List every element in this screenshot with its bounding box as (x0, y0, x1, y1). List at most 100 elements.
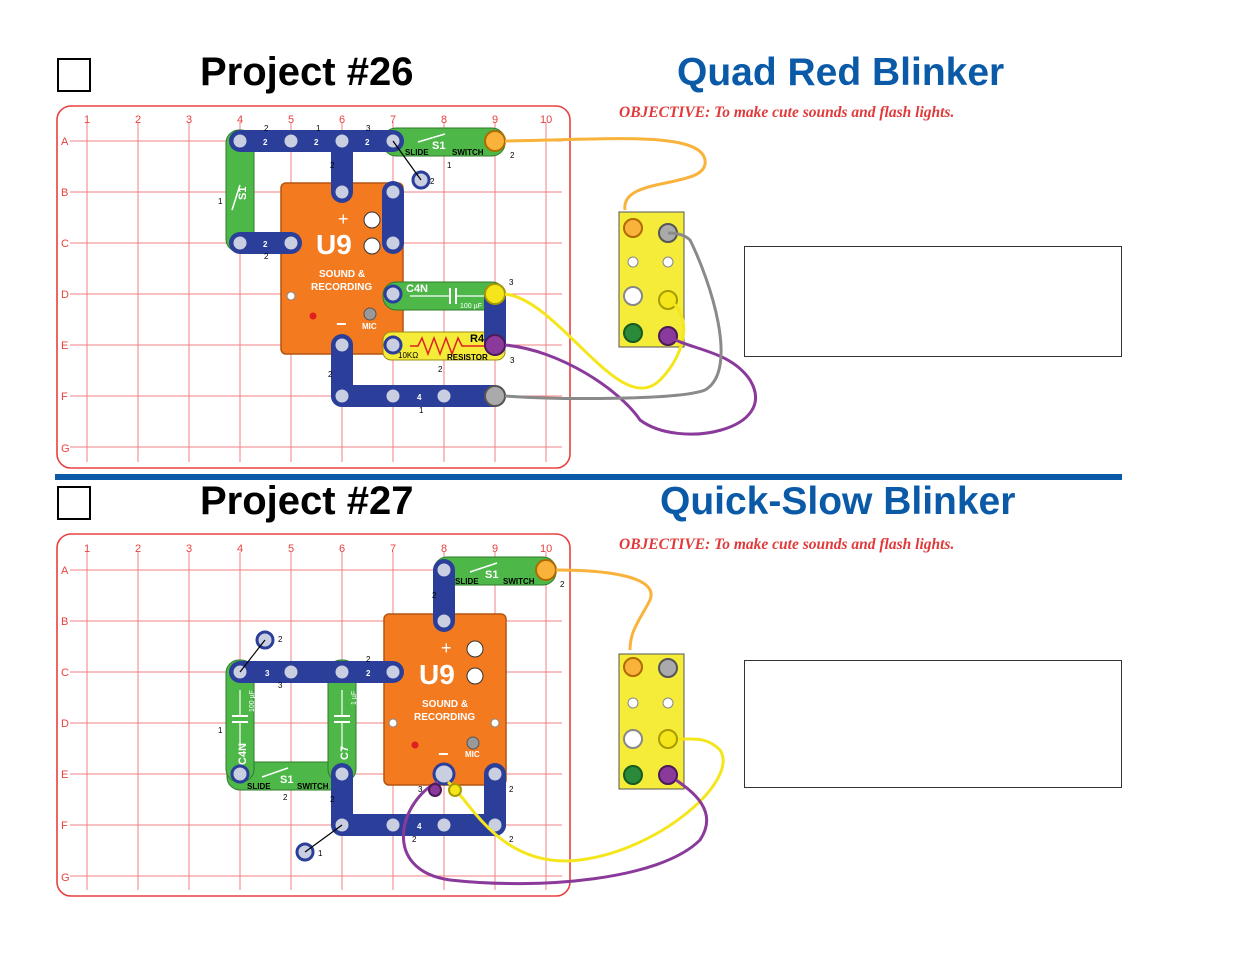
svg-text:3: 3 (510, 356, 515, 365)
row-label: A (61, 136, 69, 148)
row-label: F (61, 820, 68, 832)
svg-text:2: 2 (412, 835, 417, 844)
svg-text:3: 3 (278, 681, 283, 690)
project-27-notes-box[interactable] (744, 660, 1122, 788)
col-label: 7 (390, 543, 396, 555)
capacitor-c7-27: C7 1 µF (327, 659, 358, 783)
svg-text:C4N: C4N (237, 743, 249, 765)
svg-text:2: 2 (509, 835, 514, 844)
battery-holder-27 (618, 653, 685, 790)
col-label: 10 (540, 114, 552, 126)
svg-text:2: 2 (560, 580, 565, 589)
svg-text:2: 2 (438, 365, 443, 374)
svg-text:2: 2 (366, 655, 371, 664)
col-label: 3 (186, 543, 192, 555)
project-27-title: Project #27 (200, 479, 414, 523)
svg-text:2: 2 (283, 793, 288, 802)
svg-text:+: + (338, 209, 349, 229)
svg-text:100 µF: 100 µF (460, 303, 482, 310)
svg-text:1: 1 (218, 726, 223, 735)
svg-text:1: 1 (419, 406, 424, 415)
svg-text:2: 2 (263, 138, 268, 147)
svg-text:R4: R4 (470, 333, 485, 345)
col-label: 10 (540, 543, 552, 555)
row-label: D (61, 718, 69, 730)
col-label: 6 (339, 543, 345, 555)
svg-text:SOUND &: SOUND & (422, 699, 468, 710)
svg-text:SOUND &: SOUND & (319, 269, 365, 280)
jumper-wires-27 (402, 568, 725, 886)
svg-text:SWITCH: SWITCH (503, 577, 535, 586)
svg-text:3: 3 (509, 278, 514, 287)
col-label: 8 (441, 114, 447, 126)
svg-text:2: 2 (314, 138, 319, 147)
slide-switch-26a: S1 SLIDE SWITCH (382, 127, 506, 157)
svg-text:2: 2 (264, 252, 269, 261)
svg-text:SWITCH: SWITCH (297, 782, 329, 791)
row-label: B (61, 616, 68, 628)
svg-text:SLIDE: SLIDE (405, 148, 429, 157)
row-label: E (61, 340, 68, 352)
jumper-wires-26 (504, 137, 758, 436)
svg-text:2: 2 (365, 138, 370, 147)
col-label: 7 (390, 114, 396, 126)
col-label: 4 (237, 543, 243, 555)
svg-text:1: 1 (218, 197, 223, 206)
project-26-name: Quad Red Blinker (677, 51, 1005, 94)
svg-text:S1: S1 (237, 187, 249, 200)
jumper-terminals-26 (484, 130, 506, 407)
mic-label: MIC (362, 322, 377, 331)
project-27-checkbox[interactable] (57, 486, 91, 520)
row-label: B (61, 187, 68, 199)
row-label: A (61, 565, 69, 577)
svg-text:2: 2 (278, 635, 283, 644)
project-27-diagram: 1 2 3 4 5 6 7 8 9 10 A B C D E F G + U9 … (56, 533, 725, 897)
col-label: 5 (288, 114, 294, 126)
svg-text:2: 2 (510, 151, 515, 160)
svg-text:2: 2 (330, 795, 335, 804)
col-label: 1 (84, 114, 90, 126)
svg-text:2: 2 (264, 124, 269, 133)
svg-text:1 µF: 1 µF (351, 691, 358, 705)
row-label: G (61, 872, 70, 884)
svg-text:+: + (441, 638, 452, 658)
svg-text:100 µF: 100 µF (249, 690, 256, 712)
col-label: 3 (186, 114, 192, 126)
u9-module-26: + U9 SOUND & RECORDING − MIC (280, 182, 404, 355)
svg-text:2: 2 (432, 591, 437, 600)
slide-switch-26b: S1 (225, 129, 255, 253)
project-26-objective: OBJECTIVE: To make cute sounds and flash… (619, 104, 955, 121)
svg-text:S1: S1 (485, 569, 498, 581)
col-label: 5 (288, 543, 294, 555)
svg-text:−: − (438, 744, 449, 764)
col-label: 2 (135, 114, 141, 126)
svg-text:2: 2 (328, 370, 333, 379)
svg-text:RESISTOR: RESISTOR (447, 353, 488, 362)
svg-text:C4N: C4N (406, 283, 428, 295)
project-27-objective: OBJECTIVE: To make cute sounds and flash… (619, 536, 955, 553)
svg-text:S1: S1 (280, 774, 293, 786)
col-label: 9 (492, 543, 498, 555)
svg-text:4: 4 (417, 393, 422, 402)
col-label: 8 (441, 543, 447, 555)
svg-text:3: 3 (265, 669, 270, 678)
svg-text:SLIDE: SLIDE (247, 782, 271, 791)
project-27-name: Quick-Slow Blinker (660, 480, 1016, 523)
svg-text:10KΩ: 10KΩ (398, 351, 418, 360)
svg-text:2: 2 (366, 669, 371, 678)
svg-text:2: 2 (330, 161, 335, 170)
u9-label: U9 (419, 659, 455, 690)
svg-text:4: 4 (417, 822, 422, 831)
svg-text:1: 1 (316, 124, 321, 133)
mic-label: MIC (465, 750, 480, 759)
project-26-checkbox[interactable] (57, 58, 91, 92)
section-divider (55, 474, 1122, 480)
svg-text:RECORDING: RECORDING (311, 282, 372, 293)
svg-text:1: 1 (318, 849, 323, 858)
row-label: C (61, 238, 69, 250)
u9-label: U9 (316, 229, 352, 260)
row-label: F (61, 391, 68, 403)
project-26-notes-box[interactable] (744, 246, 1122, 357)
svg-text:3: 3 (418, 785, 423, 794)
row-label: G (61, 443, 70, 455)
